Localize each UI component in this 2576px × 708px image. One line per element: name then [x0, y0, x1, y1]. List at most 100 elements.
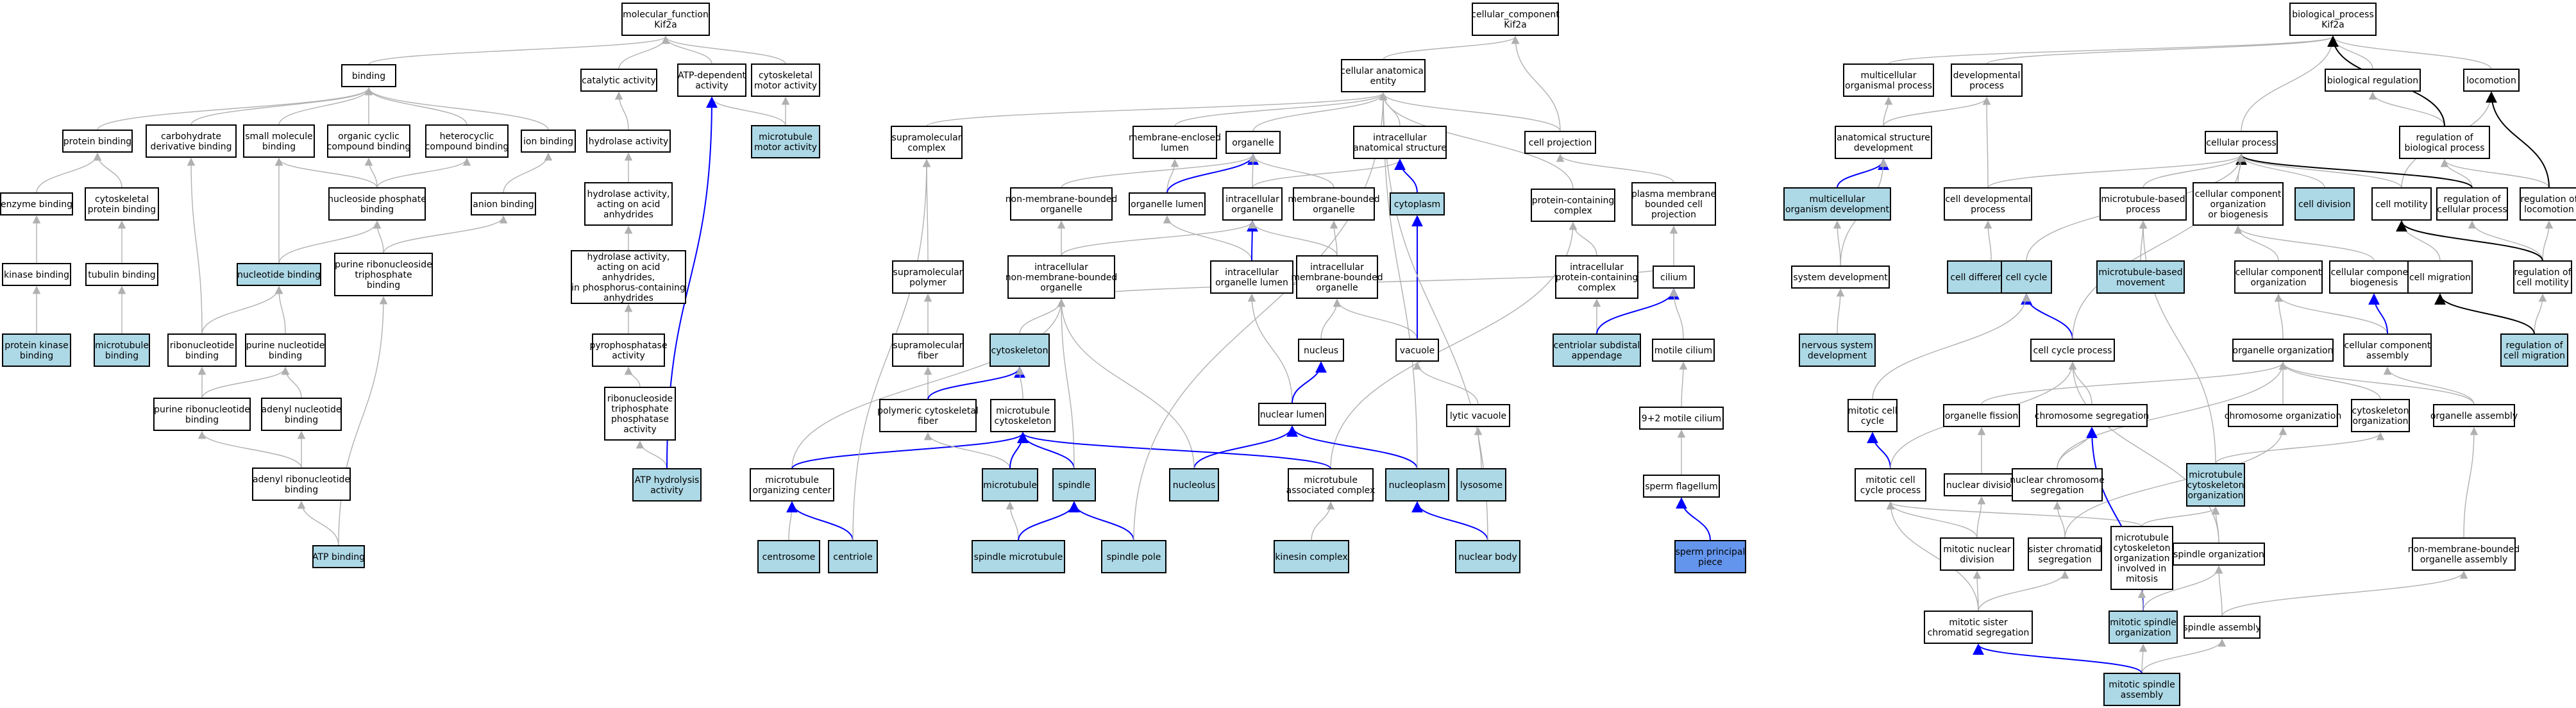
node-label: spindle microtubule: [974, 552, 1063, 562]
node-label: nuclear body: [1458, 552, 1517, 562]
edge-atp_binding-to-adenyl_ribont: [297, 500, 339, 546]
node-label: cell motility: [2375, 199, 2428, 210]
node-hydrolase: hydrolase activity: [586, 130, 671, 153]
node-label: chromosome segregation: [2035, 411, 2150, 421]
node-box: [891, 126, 963, 159]
edge-vacuole-to-intra_mbo: [1333, 298, 1418, 340]
node-cytoplasm: cytoplasm: [1390, 192, 1445, 215]
node-label: nuclear division: [1946, 480, 2017, 491]
node-label: spindle assembly: [2183, 623, 2260, 633]
edge-anat_dev-to-developmental: [1883, 96, 1991, 127]
node-label: nucleus: [1304, 346, 1338, 356]
edge-cyto_motor-to-mf_root: [661, 35, 786, 65]
edge-mitotic_nuc_div-to-nuclear_division: [1976, 496, 1986, 539]
edge-cell_motility-to-cellular_process: [2237, 153, 2402, 189]
edge-lysosome-to-lytic_vacuole: [1474, 426, 1483, 469]
node-box: [989, 333, 1050, 367]
node-box: [750, 468, 834, 501]
node-box: [751, 125, 820, 158]
node-label: spindle pole: [1107, 552, 1161, 562]
node-box: [571, 250, 686, 304]
node-spindle-pole: spindle pole: [1101, 540, 1166, 573]
edge-organelle_fission-to-organelle_org: [1981, 361, 2287, 405]
edge-ribonuc_tpase-to-pyrophosphatase: [624, 366, 641, 388]
node-box: [1298, 339, 1344, 362]
node-label: kinesin complex: [1275, 552, 1347, 562]
node-motile-9-2: 9+2 motile cilium: [1639, 407, 1724, 430]
edge-mitotic_spindle_org-to-mt_cyto_org_mitosis: [2137, 589, 2146, 612]
edge-cytoskeleton_org-to-organelle_org: [2278, 361, 2381, 400]
node-box: [2109, 611, 2178, 644]
node-box: [990, 399, 1056, 432]
node-box: [1639, 407, 1724, 430]
node-box: [1783, 187, 1891, 221]
edge-reg_cell_migration-to-reg_cell_motility: [2534, 293, 2547, 335]
node-cell-motility: cell motility: [2371, 187, 2432, 221]
node-box: [2513, 260, 2572, 294]
edge-mtoc-to-intra_nmbo: [791, 298, 1066, 469]
node-box: [1553, 333, 1641, 367]
node-label: cilium: [1660, 273, 1687, 283]
node-box: [2, 263, 71, 286]
edge-mt_cyto_org-to-mt_based_proc: [2139, 220, 2216, 464]
edge-nucleoplasm-to-cae: [1379, 92, 1418, 469]
node-box: [592, 333, 665, 367]
edge-nuclear_lumen-to-intra_org_lumen: [1247, 293, 1293, 404]
edge-cc_assembly-to-cc_organization: [2274, 293, 2388, 335]
node-box: [1652, 339, 1715, 362]
node-box: [1353, 126, 1447, 159]
node-centriole: centriole: [828, 540, 878, 573]
node-box: [2001, 260, 2052, 294]
node-box: [2036, 404, 2148, 427]
edge-cae-to-cc_root: [1383, 35, 1520, 60]
node-box: [828, 540, 878, 573]
node-label: protein binding: [63, 137, 131, 147]
node-box: [2463, 69, 2520, 92]
edge-nmbo_assembly-to-organelle_assembly: [2463, 426, 2479, 539]
node-box: [1274, 540, 1349, 573]
node-box: [2228, 404, 2338, 427]
node-label: cell cycle process: [2033, 346, 2112, 356]
node-chromosome-seg: chromosome segregation: [2035, 404, 2150, 427]
edge-spindle_assembly-to-spindle_org: [2214, 565, 2223, 617]
edge-cytoplasm-to-ias: [1394, 158, 1418, 194]
edge-nuclear_lumen-to-nucleus: [1292, 361, 1327, 404]
node-cell-cycle: cell cycle: [2001, 260, 2052, 294]
edge-ribonucleotide-to-carb_deriv: [187, 157, 203, 335]
node-box: [1007, 255, 1115, 299]
node-nucleoplasm: nucleoplasm: [1385, 468, 1449, 501]
node-anion-binding: anion binding: [471, 192, 536, 215]
edge-cell_cycle_proc-to-cell_cycle: [2021, 293, 2073, 340]
node-box: [2289, 3, 2377, 36]
node-box: [1456, 468, 1506, 501]
node-label: organelle: [1232, 138, 1274, 148]
node-box: [1555, 255, 1638, 299]
node-box: [2100, 187, 2187, 221]
